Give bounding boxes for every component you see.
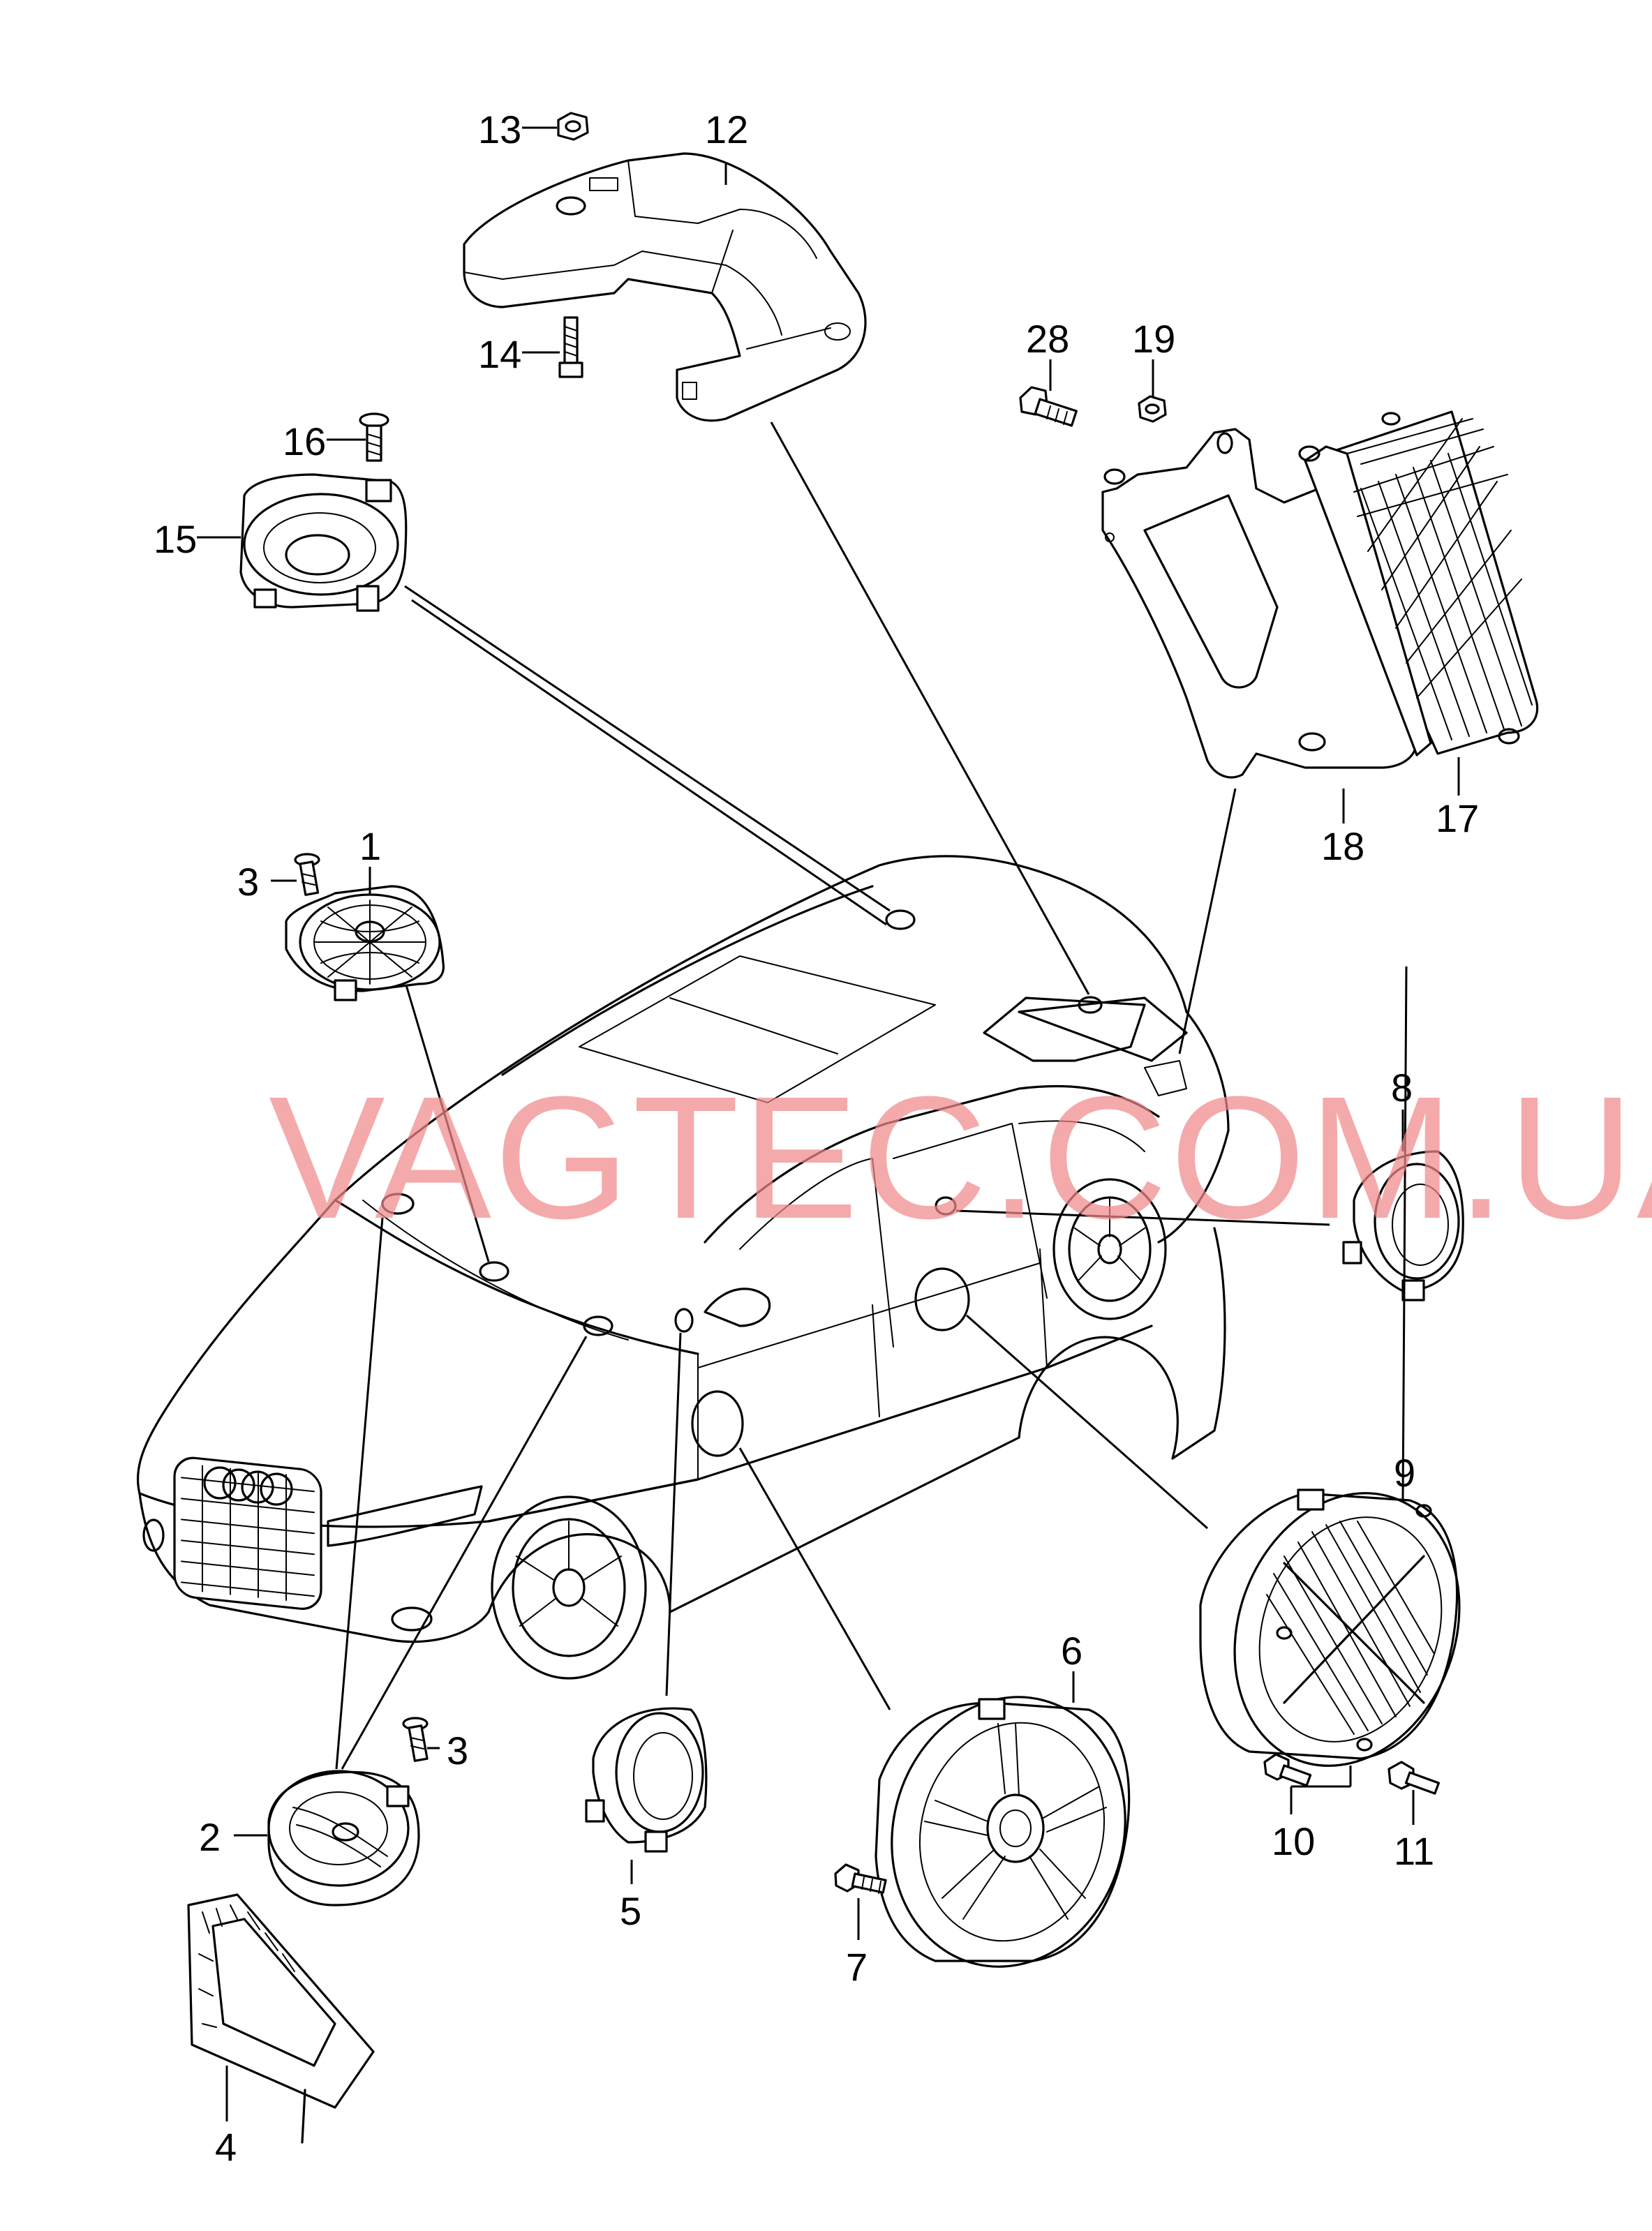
part-6-door-woofer [875,1696,1131,1968]
callout-3a: 3 [237,860,259,904]
callout-5: 5 [620,1889,641,1933]
part-16-screw [359,412,389,462]
callout-14: 14 [478,332,521,376]
callout-17: 17 [1436,796,1479,840]
leader-lines [335,421,1330,1770]
part-28-bolt [1019,386,1078,427]
callout-8: 8 [1391,1066,1413,1110]
callout-16: 16 [283,419,326,463]
callout-3b: 3 [447,1729,468,1773]
grille-pattern [181,1465,315,1602]
callout-12: 12 [705,107,748,151]
callout-13: 13 [478,107,521,151]
part-15-roof-speaker [239,473,408,612]
part-2-front-door-speaker [267,1770,420,1907]
callout-1: 1 [359,824,381,868]
part-1-dash-speaker [285,885,445,1001]
callout-7: 7 [846,1945,868,1989]
callout-10: 10 [1272,1819,1315,1863]
callout-6: 6 [1061,1629,1082,1673]
rear-wheel [1052,1178,1167,1320]
watermark-text: VAGTEC.COM.UA [269,1060,1652,1255]
part-13-nut [557,112,589,141]
part-10-screw [1263,1753,1312,1787]
callout-4: 4 [215,2125,237,2169]
audi-rings-logo [203,1466,293,1506]
callout-labels: 13 12 14 16 15 28 19 18 17 3 1 8 9 3 2 6… [154,107,1479,2169]
callout-11: 11 [1394,1829,1434,1873]
callout-19: 19 [1132,317,1175,361]
callout-9: 9 [1394,1451,1415,1495]
part-12-subwoofer-housing [463,152,867,422]
part-8-rear-tweeter [1342,1150,1464,1301]
part-3-screw-bottom [402,1717,429,1762]
part-4-speaker-grille [187,1893,375,2144]
part-9-rear-woofer [1199,1488,1461,1767]
callout-2: 2 [199,1815,221,1859]
part-19-nut [1138,395,1167,423]
callout-stubs [197,126,1460,2121]
part-3-screw-top [294,853,320,896]
car-illustration [136,855,1230,1680]
woofer-grille-slats [1266,1521,1435,1735]
part-18-bracket [1101,428,1418,779]
front-wheel [491,1495,647,1680]
part-11-clip [1387,1761,1440,1795]
callout-18: 18 [1321,824,1364,868]
part-7-screw [834,1863,887,1894]
part-17-amplifier [1298,410,1539,756]
callout-28: 28 [1026,317,1069,361]
part-14-stud [558,316,583,378]
location-markers [381,909,1103,1457]
part-5-tweeter [585,1707,708,1853]
callout-15: 15 [154,517,197,561]
